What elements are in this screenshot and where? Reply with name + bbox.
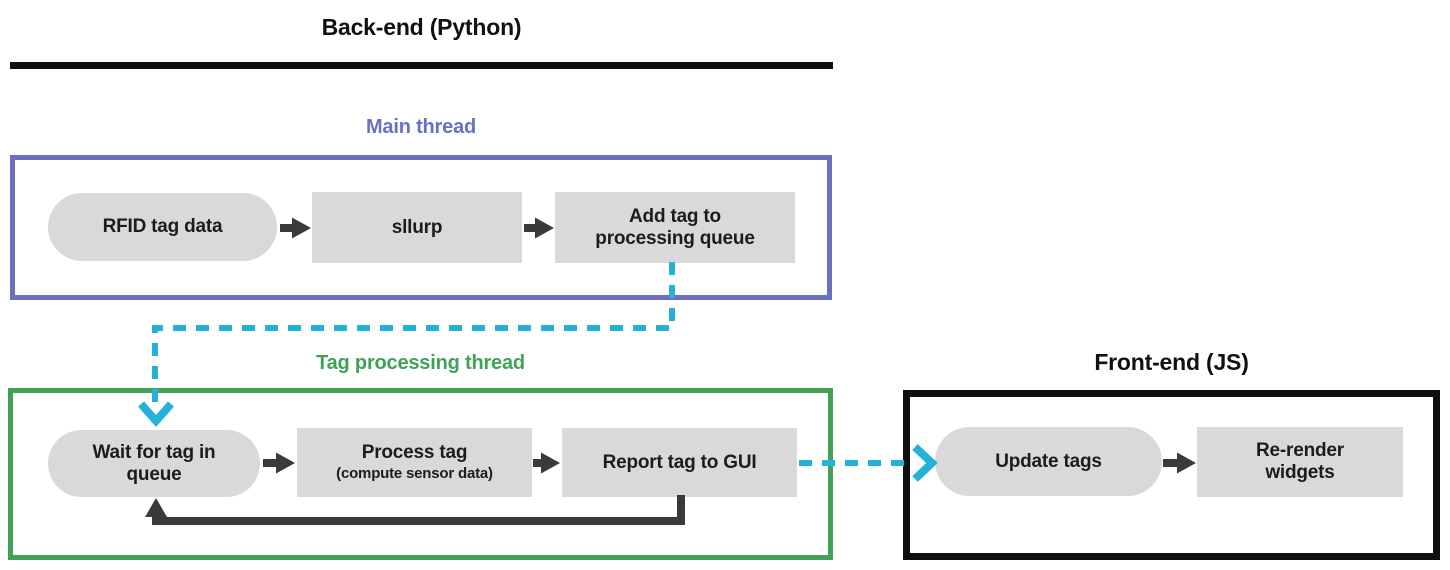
node-wait-for-tag: Wait for tag in queue xyxy=(48,430,260,497)
node-sllurp: sllurp xyxy=(312,192,522,263)
node-rfid-tag-data: RFID tag data xyxy=(48,193,277,261)
node-add-tag-to-queue: Add tag to processing queue xyxy=(555,192,795,263)
node-report-tag-to-gui-label: Report tag to GUI xyxy=(602,451,757,473)
node-process-tag-sublabel: (compute sensor data) xyxy=(336,465,493,483)
backend-section-title: Back-end (Python) xyxy=(321,14,522,40)
node-add-tag-to-queue-label: Add tag to processing queue xyxy=(595,205,755,249)
node-update-tags-label: Update tags xyxy=(995,450,1102,472)
node-process-tag-label: Process tag xyxy=(361,442,468,464)
node-rerender-widgets: Re-render widgets xyxy=(1197,427,1403,497)
frontend-box xyxy=(903,390,1440,560)
frontend-section-title: Front-end (JS) xyxy=(1094,349,1249,375)
node-wait-for-tag-label: Wait for tag in queue xyxy=(92,441,216,485)
backend-title-rule xyxy=(10,62,833,69)
node-rerender-widgets-label: Re-render widgets xyxy=(1256,440,1344,483)
main-thread-label: Main thread xyxy=(365,116,477,138)
node-report-tag-to-gui: Report tag to GUI xyxy=(562,428,797,497)
node-rfid-tag-data-label: RFID tag data xyxy=(102,216,223,238)
node-update-tags: Update tags xyxy=(935,427,1162,496)
node-process-tag: Process tag (compute sensor data) xyxy=(297,428,532,497)
tag-processing-thread-label: Tag processing thread xyxy=(316,352,525,374)
node-sllurp-label: sllurp xyxy=(391,216,443,238)
